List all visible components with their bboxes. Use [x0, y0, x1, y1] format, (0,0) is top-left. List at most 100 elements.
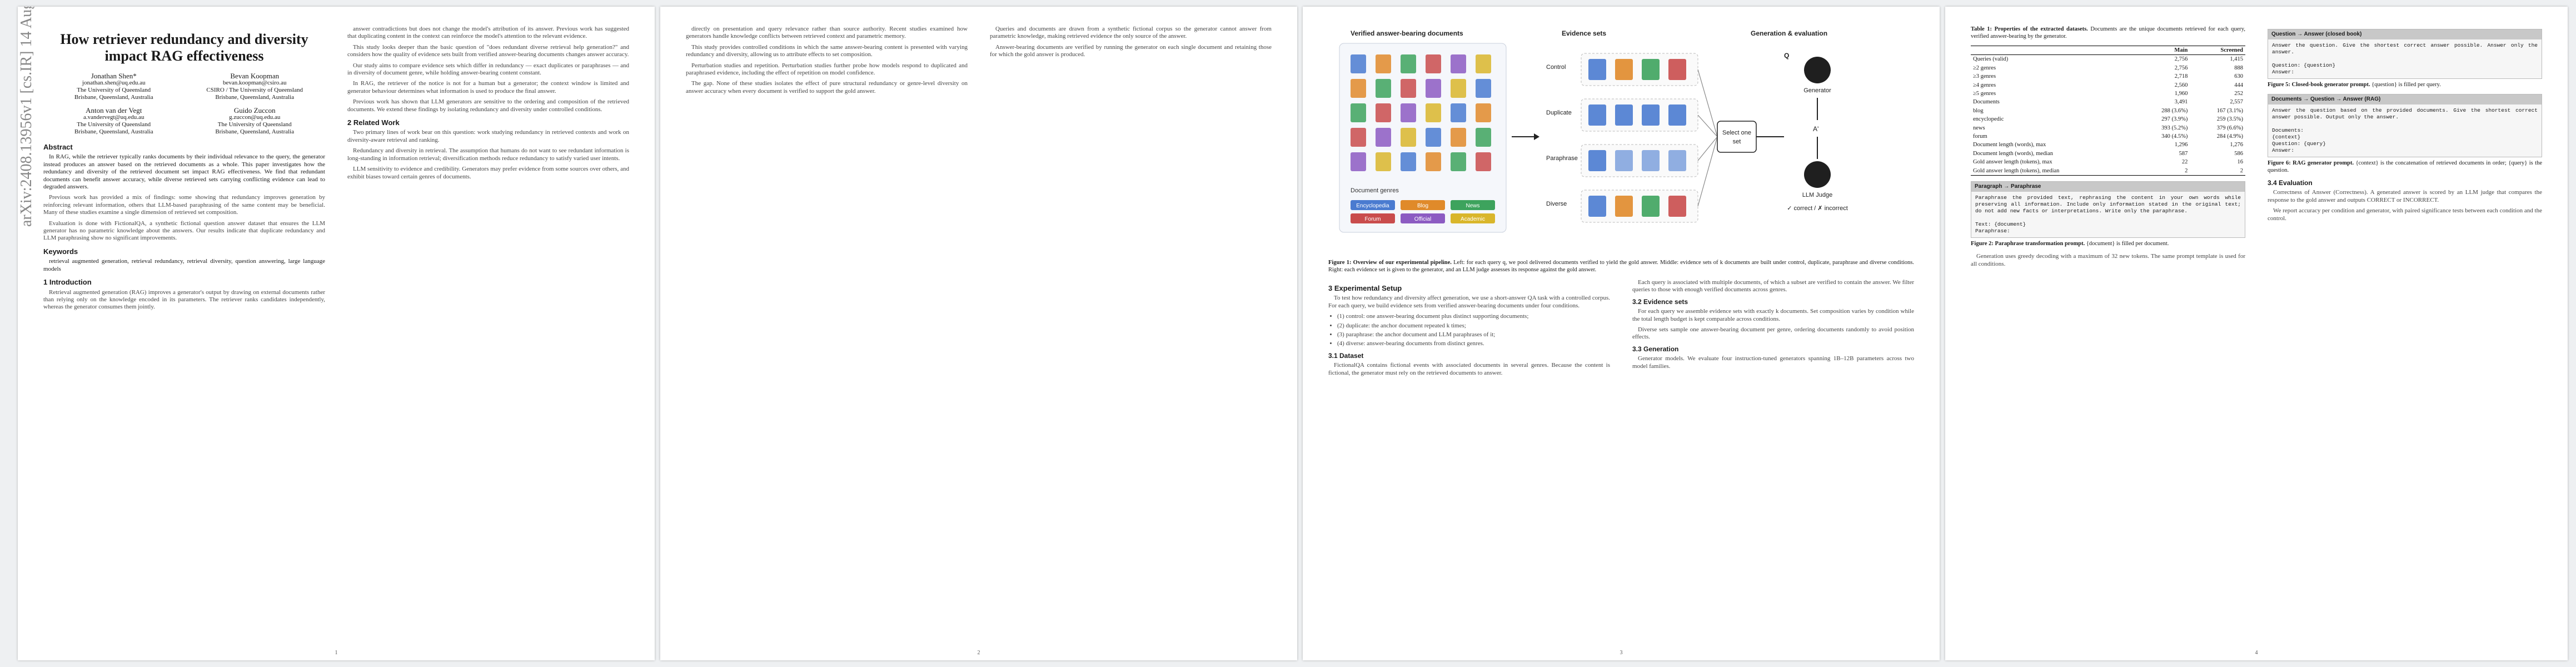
evidence-document: [1588, 150, 1606, 171]
document-icon: [1351, 152, 1366, 171]
document-icon: [1476, 152, 1491, 171]
table-row-label: Document length (words), max: [1973, 142, 2046, 148]
paper-page-2: directly on presentation and query relev…: [660, 7, 1297, 660]
document-icon: [1401, 128, 1416, 147]
document-genres-label: Document genres: [1351, 187, 1399, 194]
llm-judge-label: LLM Judge: [1802, 192, 1832, 198]
page3-right-column: Each query is associated with multiple d…: [1632, 279, 1914, 613]
page1-left-column: How retriever redundancy and diversity i…: [43, 26, 325, 649]
setup-heading: 3 Experimental Setup: [1328, 284, 1402, 292]
evidence-document: [1668, 150, 1686, 171]
evidence-document: [1642, 104, 1660, 126]
related-paragraph-5: This study provides controlled condition…: [686, 43, 968, 58]
document-icon: [1451, 79, 1466, 98]
intro-paragraph-4: Our study aims to compare evidence sets …: [347, 62, 629, 77]
paper-title: How retriever redundancy and diversity i…: [60, 31, 308, 64]
closed-book-prompt-box: Question → Answer (closed book) Answer t…: [2268, 29, 2542, 79]
table-cell: 2: [2134, 166, 2190, 176]
genre-label: Encyclopedia: [1356, 203, 1389, 209]
abstract-heading: Abstract: [43, 143, 73, 151]
generation-heading: 3.3 Generation: [1632, 345, 1679, 353]
table-row-label: encyclopedic: [1973, 116, 2004, 123]
evidence-document: [1668, 196, 1686, 217]
dataset-paragraph-2: Each query is associated with multiple d…: [1632, 279, 1914, 293]
table-cell: 1,276: [2230, 142, 2243, 148]
table-row-label: ≥2 genres: [1973, 64, 1996, 71]
page3-left-column: 3 Experimental Setup To test how redunda…: [1328, 279, 1610, 613]
table-cell: 288 (3.6%): [2161, 107, 2188, 114]
evidence-row-label: Diverse: [1546, 201, 1567, 207]
figure-6-caption: Figure 6: RAG generator prompt. {context…: [2268, 160, 2542, 173]
evaluation-paragraph: Correctness of Answer (Correctness). A g…: [2268, 189, 2542, 203]
evidence-document: [1668, 59, 1686, 80]
table-row-label: [1971, 45, 2135, 56]
table-row-label: Gold answer length (tokens), max: [1973, 159, 2052, 166]
rag-prompt-box: Documents → Question → Answer (RAG) Answ…: [2268, 94, 2542, 157]
set-connector: [1697, 136, 1718, 207]
document-icon: [1426, 128, 1441, 147]
evidence-document: [1668, 104, 1686, 126]
table-row-label: forum: [1973, 133, 1987, 140]
panel-label-evidence: Evidence sets: [1562, 29, 1606, 37]
table-cell: 587: [2179, 150, 2188, 157]
table-row: ≥4 genres 2,560 444: [1971, 81, 2245, 89]
page2-right-column: Queries and documents are drawn from a s…: [990, 26, 1272, 649]
table-cell: 284 (4.9%): [2216, 133, 2243, 140]
related-heading: 2 Related Work: [347, 118, 400, 127]
page1-right-column: answer contradictions but does not chang…: [347, 26, 629, 649]
table-row-label: Gold answer length (tokens), median: [1971, 166, 2135, 176]
document-icon: [1426, 103, 1441, 122]
genre-chip: [1401, 213, 1445, 223]
related-paragraph-7: The gap. None of these studies isolates …: [686, 80, 968, 94]
table-cell: 2,718: [2174, 73, 2188, 80]
evidence-row-label: Paraphrase: [1546, 155, 1578, 162]
evidence-document: [1615, 104, 1633, 126]
table-cell: 167 (3.1%): [2216, 107, 2243, 114]
set-connector: [1697, 136, 1718, 161]
abstract-continued-2: Evaluation is done with FictionalQA, a s…: [43, 220, 325, 242]
evidence-document: [1588, 59, 1606, 80]
evaluation-heading: 3.4 Evaluation: [2268, 179, 2313, 187]
author-4: Guido Zuccon g.zuccon@uq.edu.au The Univ…: [215, 106, 295, 135]
table-cell: 2,756: [2174, 56, 2188, 63]
abstract-text: In RAG, while the retriever typically ra…: [43, 153, 325, 191]
table-cell: 2,560: [2174, 82, 2188, 88]
genre-chip: [1451, 200, 1495, 210]
evidence-document: [1642, 59, 1660, 80]
page-number: 4: [2255, 650, 2258, 656]
document-icon: [1351, 54, 1366, 73]
genre-label: News: [1466, 203, 1479, 209]
table-cell: 444: [2234, 82, 2243, 88]
table-cell: 259 (3.5%): [2216, 116, 2243, 123]
table-row-label: ≥5 genres: [1973, 91, 1996, 97]
page4-left-column: Table 1: Properties of the extracted dat…: [1971, 26, 2245, 649]
arxiv-stamp: arXiv:2408.13956v1 [cs.IR] 14 Aug 2026: [18, 7, 35, 227]
page2-left-column: directly on presentation and query relev…: [686, 26, 968, 649]
set-connector: [1697, 69, 1718, 137]
table-row-label: ≥4 genres: [1973, 82, 1996, 88]
generation-paragraph-2: Generation uses greedy decoding with a m…: [1971, 253, 2245, 267]
dataset-paragraph: FictionalQA contains fictional events wi…: [1328, 362, 1610, 376]
document-icon: [1476, 54, 1491, 73]
document-icon: [1476, 79, 1491, 98]
table-row-label: Documents: [1973, 99, 2000, 106]
author-3: Anton van der Vegt a.vandervegt@uq.edu.a…: [74, 106, 153, 135]
table-cell: 2: [2190, 166, 2245, 176]
table-row-label: Document length (words), median: [1973, 150, 2054, 157]
table-cell: 16: [2237, 159, 2244, 166]
author-1: Jonathan Shen* jonathan.shen@uq.edu.au T…: [74, 72, 153, 101]
table-row-label: Queries (valid): [1973, 56, 2009, 63]
generator-label: Generator: [1803, 87, 1831, 94]
closed-book-prompt-title: Question → Answer (closed book): [2268, 29, 2542, 39]
generator-icon: [1804, 57, 1831, 83]
keywords-heading: Keywords: [43, 247, 78, 256]
related-paragraph-9: Answer-bearing documents are verified by…: [990, 43, 1272, 58]
evidence-document: [1588, 196, 1606, 217]
